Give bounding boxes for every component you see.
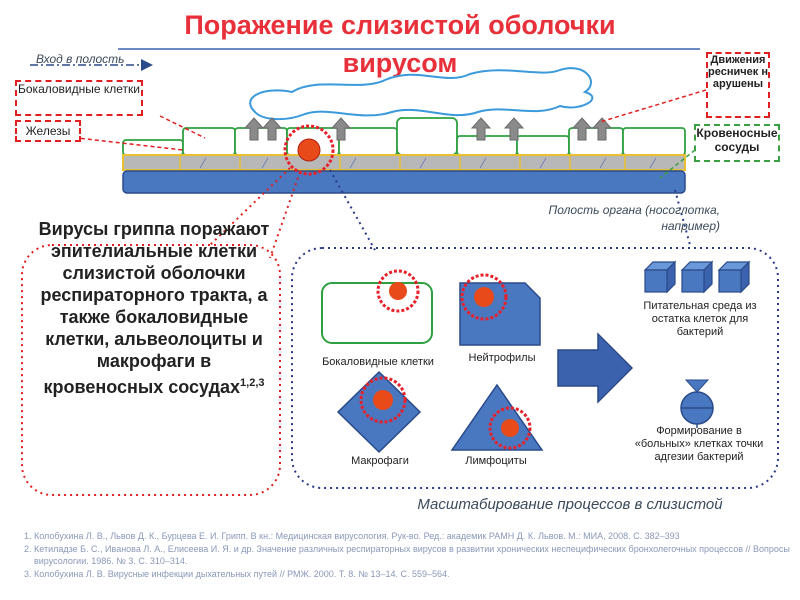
neutrophil-shape	[459, 273, 541, 346]
title-line-1: Поражение слизистой оболочки	[184, 10, 616, 40]
page-title: Поражение слизистой оболочки вирусом	[0, 6, 800, 82]
entry-label: Вход в полость	[36, 52, 125, 66]
macrophage-shape	[336, 370, 422, 454]
reference-item: Колобухина Л. В., Львов Д. К., Бурцева Е…	[34, 530, 790, 542]
neutrophil-label: Нейтрофилы	[468, 352, 536, 364]
basal-hatching	[199, 157, 657, 169]
reference-item: Колобухина Л. В. Вирусные инфекции дыхат…	[34, 568, 790, 580]
lymphocyte-label: Лимфоциты	[465, 455, 527, 467]
scaling-label: Масштабирование процессов в слизистой	[417, 496, 723, 513]
basal-layer	[122, 154, 686, 171]
adhesion-label: Формирование в «больных» клетках точки а…	[634, 425, 764, 463]
main-text: Вирусы гриппа поражают эпителиальные кле…	[38, 218, 270, 398]
virus-icon	[283, 124, 335, 176]
nutrient-medium-label: Питательная среда из остатка клеток для …	[643, 300, 757, 338]
macrophage-label: Макрофаги	[351, 455, 409, 467]
mucus-layer	[249, 67, 594, 120]
glands-label: Железы	[15, 120, 81, 142]
arrow-up-icon	[243, 117, 613, 141]
vessel-connector	[659, 149, 696, 179]
main-text-frame	[21, 244, 281, 496]
scaling-frame	[291, 247, 779, 489]
title-line-2: вирусом	[342, 48, 458, 78]
lymphocyte-shape	[450, 383, 544, 451]
references: Колобухина Л. В., Львов Д. К., Бурцева Е…	[20, 530, 790, 581]
reference-item: Кетиладзе Б. С., Иванова Л. А., Елисеева…	[34, 543, 790, 567]
label-connectors	[59, 89, 707, 151]
goblet-cell-label: Бокаловидные клетки	[322, 356, 434, 368]
goblet-cell-shape	[321, 269, 433, 344]
main-text-citations: 1,2,3	[240, 377, 265, 389]
big-arrow-right-icon	[557, 332, 634, 404]
vessels-label: Кровеносные сосуды	[694, 124, 780, 162]
virus-connectors	[209, 167, 301, 259]
goblet-top-label: Бокаловидные клетки	[15, 80, 143, 116]
main-text-body: Вирусы гриппа поражают эпителиальные кле…	[38, 219, 270, 397]
blood-vessel-layer	[122, 170, 686, 194]
basal-dividers	[179, 155, 626, 170]
cube-icon	[643, 260, 751, 294]
cavity-label: Полость органа (носоглотка, например)	[548, 203, 720, 233]
bacterium-icon	[680, 379, 714, 428]
cilia-label: Движения ресничек нарушены	[706, 52, 770, 118]
